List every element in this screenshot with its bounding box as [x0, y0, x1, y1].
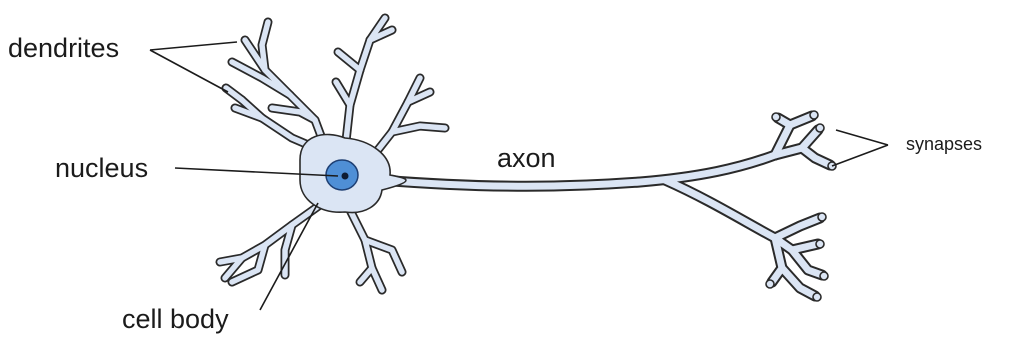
synapses-leader [832, 130, 888, 166]
nucleus-label: nucleus [55, 155, 148, 182]
synapses-label: synapses [906, 135, 982, 153]
nucleolus [342, 173, 349, 180]
axon-fill [380, 116, 830, 296]
axon-label: axon [497, 145, 556, 172]
dendrites-label: dendrites [8, 35, 119, 62]
axon-outline [380, 116, 830, 296]
cell-body-label: cell body [122, 306, 229, 333]
cell-body-leader [260, 203, 318, 310]
